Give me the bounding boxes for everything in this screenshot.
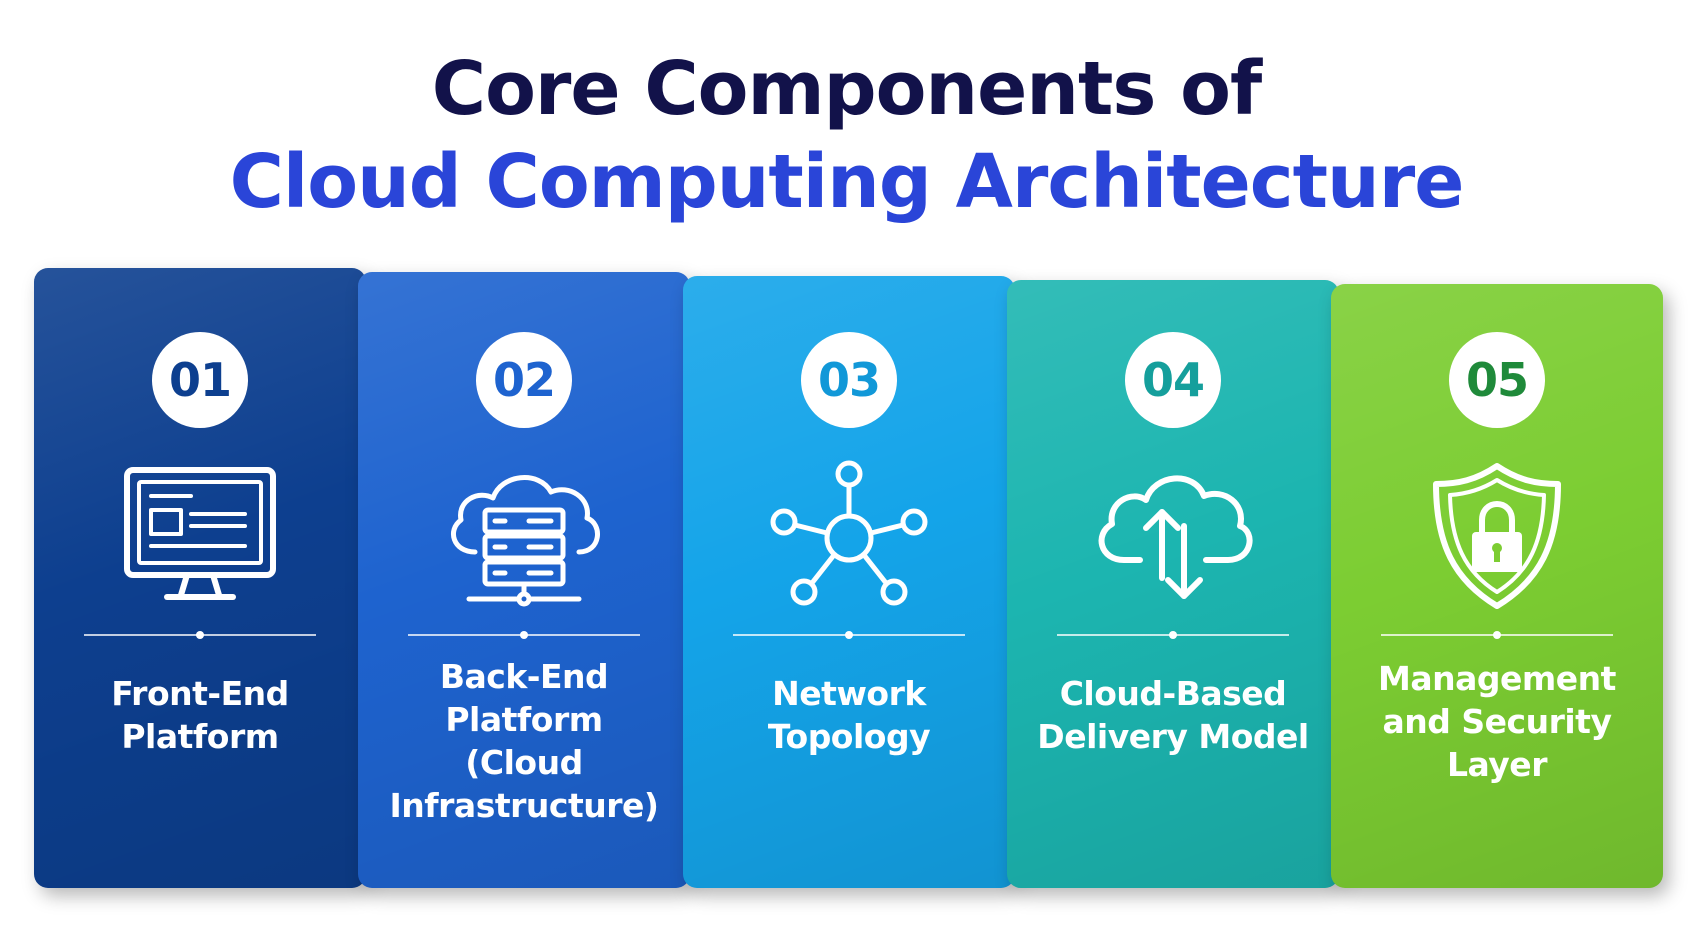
card-label: Cloud-Based Delivery Model	[1037, 674, 1309, 756]
card-network-topology: 03 Network Topology	[683, 276, 1015, 888]
card-number-badge: 02	[476, 332, 572, 428]
cloud-transfer-icon	[1088, 460, 1258, 610]
network-hub-icon	[764, 460, 934, 610]
card-front-end-platform: 01 Front-End Platform	[34, 268, 366, 888]
card-divider	[733, 631, 965, 639]
card-number-badge: 05	[1449, 332, 1545, 428]
monitor-icon	[115, 460, 285, 610]
card-number-badge: 04	[1125, 332, 1221, 428]
cloud-server-icon	[439, 460, 609, 610]
shield-lock-icon	[1412, 460, 1582, 610]
card-cloud-based-delivery-model: 04 Cloud-Based Delivery Model	[1007, 280, 1339, 888]
card-label: Front-End Platform	[111, 674, 289, 756]
title-line-1: Core Components of	[431, 46, 1262, 132]
card-number-badge: 03	[801, 332, 897, 428]
card-label: Network Topology	[767, 674, 931, 756]
card-label: Back-End Platform (Cloud Infrastructure)	[389, 657, 659, 825]
card-number-badge: 01	[152, 332, 248, 428]
card-management-and-security-layer: 05 Management and Security Layer	[1331, 284, 1663, 888]
card-divider	[84, 631, 316, 639]
card-back-end-platform: 02 Back-End Platform (Cloud Infrastructu…	[358, 272, 690, 888]
card-divider	[1381, 631, 1613, 639]
card-divider	[408, 631, 640, 639]
card-divider	[1057, 631, 1289, 639]
card-label: Management and Security Layer	[1378, 659, 1616, 784]
title-line-2: Cloud Computing Architecture	[229, 139, 1465, 225]
